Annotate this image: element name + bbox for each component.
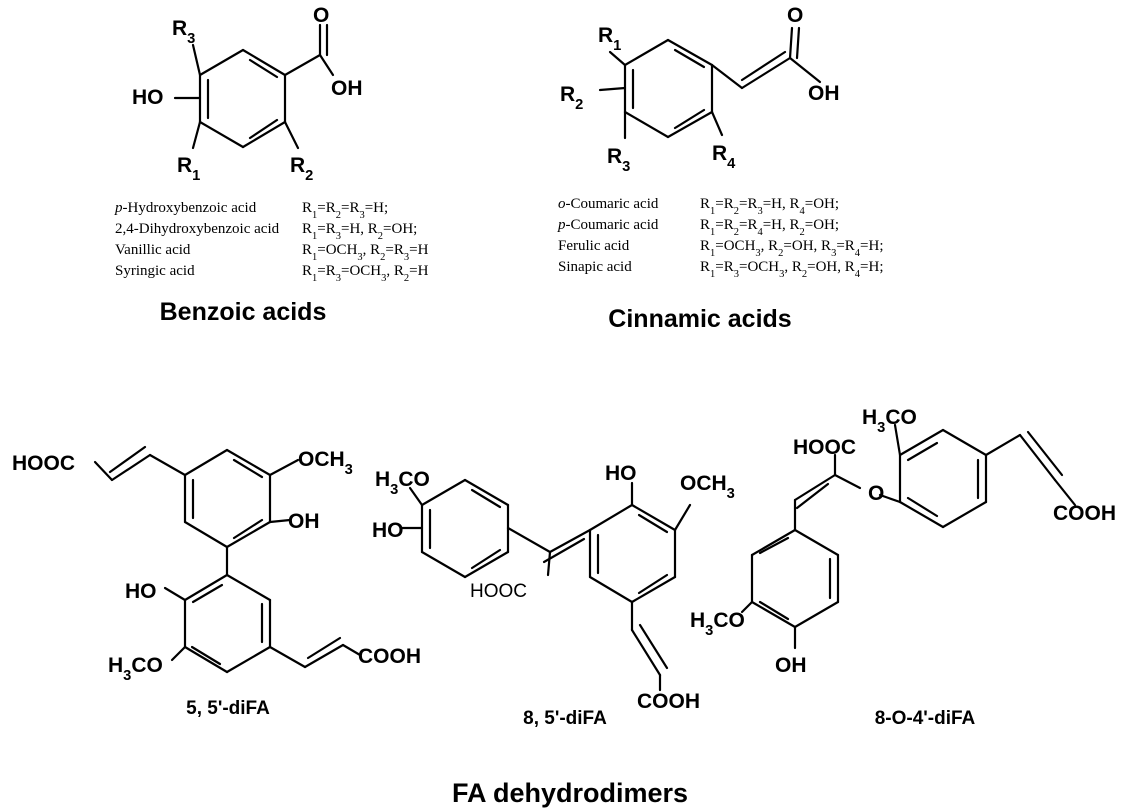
benzoic-oh-label: OH (331, 77, 363, 100)
benzoic-substituent-table: p-Hydroxybenzoic acid R1=R2=R3=H; 2,4-Di… (114, 200, 429, 284)
benzoic-row-name: Vanillic acid (115, 242, 191, 258)
benzoic-o-label: O (313, 4, 329, 27)
difa8o4-oh-label: OH (775, 654, 807, 677)
cinnamic-row-subst: R1=OCH3, R2=OH, R3=R4=H; (700, 238, 884, 259)
difa8o4-h3co-bottom-label: H3CO (690, 609, 745, 639)
benzoic-row-name: p-Hydroxybenzoic acid (114, 200, 257, 216)
cinnamic-r1-label: R1 (598, 24, 621, 54)
cinnamic-row-subst: R1=R2=R4=H, R2=OH; (700, 217, 839, 238)
benzoic-r3-label: R3 (172, 17, 195, 47)
benzoic-row-name: Syringic acid (115, 263, 195, 279)
cinnamic-r2-label: R2 (560, 83, 583, 113)
cinnamic-acid-structure (598, 26, 822, 140)
benzoic-row-subst: R1=OCH3, R2=R3=H (302, 242, 429, 263)
cinnamic-oh-label: OH (808, 82, 840, 105)
difa8o4-cooh-label: COOH (1053, 502, 1116, 525)
benzoic-row-name: 2,4-Dihydroxybenzoic acid (115, 221, 280, 237)
difa8o4-h3co-top-label: H3CO (862, 406, 917, 436)
difa8o4-hooc-label: HOOC (793, 436, 856, 459)
cinnamic-row-name: Sinapic acid (558, 259, 632, 275)
difa85-cooh-label: COOH (637, 690, 700, 713)
difa55-cooh-label: COOH (358, 645, 421, 668)
benzoic-row-subst: R1=R3=OCH3, R2=H (302, 263, 429, 284)
difa85-h3co-label: H3CO (375, 468, 430, 498)
benzoic-row-subst: R1=R2=R3=H; (302, 200, 388, 221)
difa85-ho-left-label: HO (372, 519, 404, 542)
difa55-oh-label: OH (288, 510, 320, 533)
benzoic-row-subst: R1=R3=H, R2=OH; (302, 221, 417, 242)
cinnamic-r3-label: R3 (607, 145, 630, 175)
difa8o4-caption: 8-O-4'-diFA (875, 708, 976, 729)
benzoic-r2-label: R2 (290, 154, 313, 184)
cinnamic-caption: Cinnamic acids (608, 305, 791, 333)
cinnamic-substituent-table: o-Coumaric acid R1=R2=R3=H, R4=OH; p-Cou… (557, 196, 884, 280)
cinnamic-r4-label: R4 (712, 142, 736, 172)
difa55-och3-label: OCH3 (298, 448, 353, 478)
benzoic-acid-structure (173, 23, 335, 150)
difa55-h3co-label: H3CO (108, 654, 163, 684)
difa8o4-o-label: O (868, 482, 884, 505)
difa85-caption: 8, 5'-diFA (523, 708, 607, 729)
benzoic-ho-label: HO (132, 86, 164, 109)
cinnamic-row-name: Ferulic acid (558, 238, 630, 254)
difa-55-structure (93, 445, 362, 674)
benzoic-r1-label: R1 (177, 154, 200, 184)
difa85-ho-mid-label: HO (605, 462, 637, 485)
difa85-och3-label: OCH3 (680, 472, 735, 502)
benzoic-caption: Benzoic acids (160, 298, 327, 326)
difa55-ho-label: HO (125, 580, 157, 603)
difa85-hooc-label: HOOC (470, 581, 527, 602)
cinnamic-row-name: p-Coumaric acid (557, 217, 659, 233)
difa55-hooc-label: HOOC (12, 452, 75, 475)
cinnamic-row-name: o-Coumaric acid (558, 196, 659, 212)
cinnamic-row-subst: R1=R2=R3=H, R4=OH; (700, 196, 839, 217)
difa-85-structure (400, 478, 692, 692)
cinnamic-row-subst: R1=R3=OCH3, R2=OH, R4=H; (700, 259, 884, 280)
cinnamic-o-label: O (787, 4, 803, 27)
difa55-caption: 5, 5'-diFA (186, 698, 270, 719)
fa-dehydrodimers-caption: FA dehydrodimers (452, 778, 688, 808)
difa-8o4-structure (740, 423, 1077, 650)
